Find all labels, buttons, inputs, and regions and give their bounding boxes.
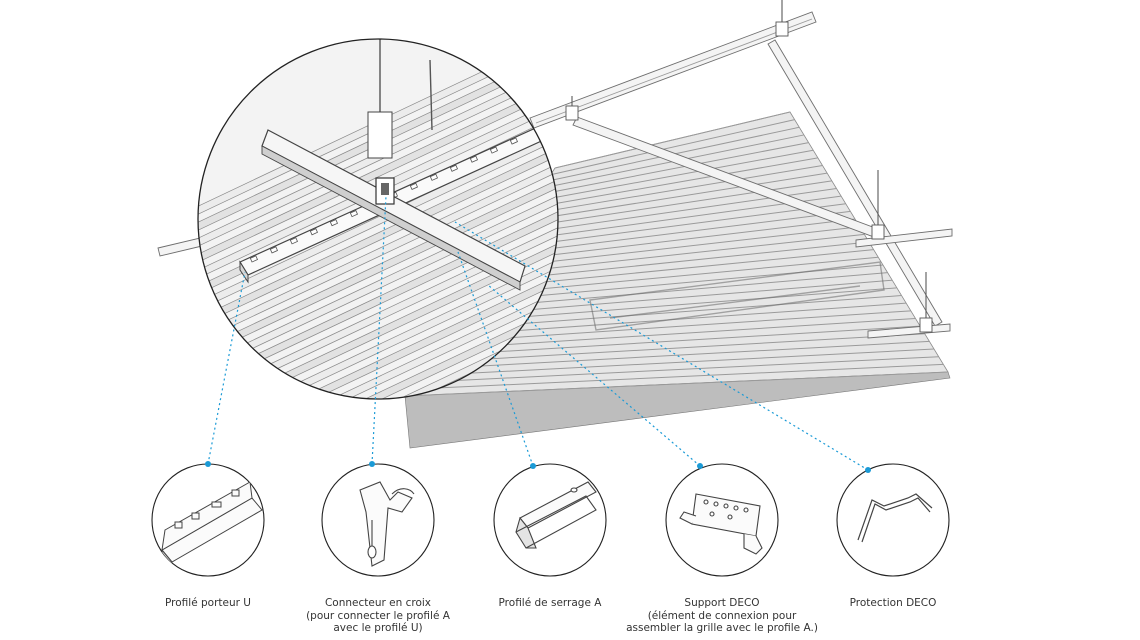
suspension-rails bbox=[157, 0, 953, 339]
profile-a-icon bbox=[515, 481, 597, 549]
label-profile-u: Profilé porteur U bbox=[165, 597, 251, 609]
component-circle-deco-protection bbox=[836, 463, 950, 577]
pointer-dots bbox=[205, 461, 871, 473]
deco-support-icon bbox=[679, 493, 763, 555]
component-circle-profile-a bbox=[493, 463, 607, 577]
deco-protection-icon bbox=[857, 493, 933, 543]
pointer-lines bbox=[207, 195, 869, 471]
label-deco-protection: Protection DECO bbox=[849, 597, 937, 609]
label-profile-a: Profilé de serrage A bbox=[498, 597, 602, 609]
cross-connector-icon bbox=[359, 481, 415, 567]
component-circle-profile-u bbox=[151, 463, 265, 577]
component-circle-cross-connector bbox=[321, 463, 435, 577]
label-cross-connector: Connecteur en croix(pour connecter le pr… bbox=[306, 597, 450, 634]
component-circle-deco-support bbox=[665, 463, 779, 577]
